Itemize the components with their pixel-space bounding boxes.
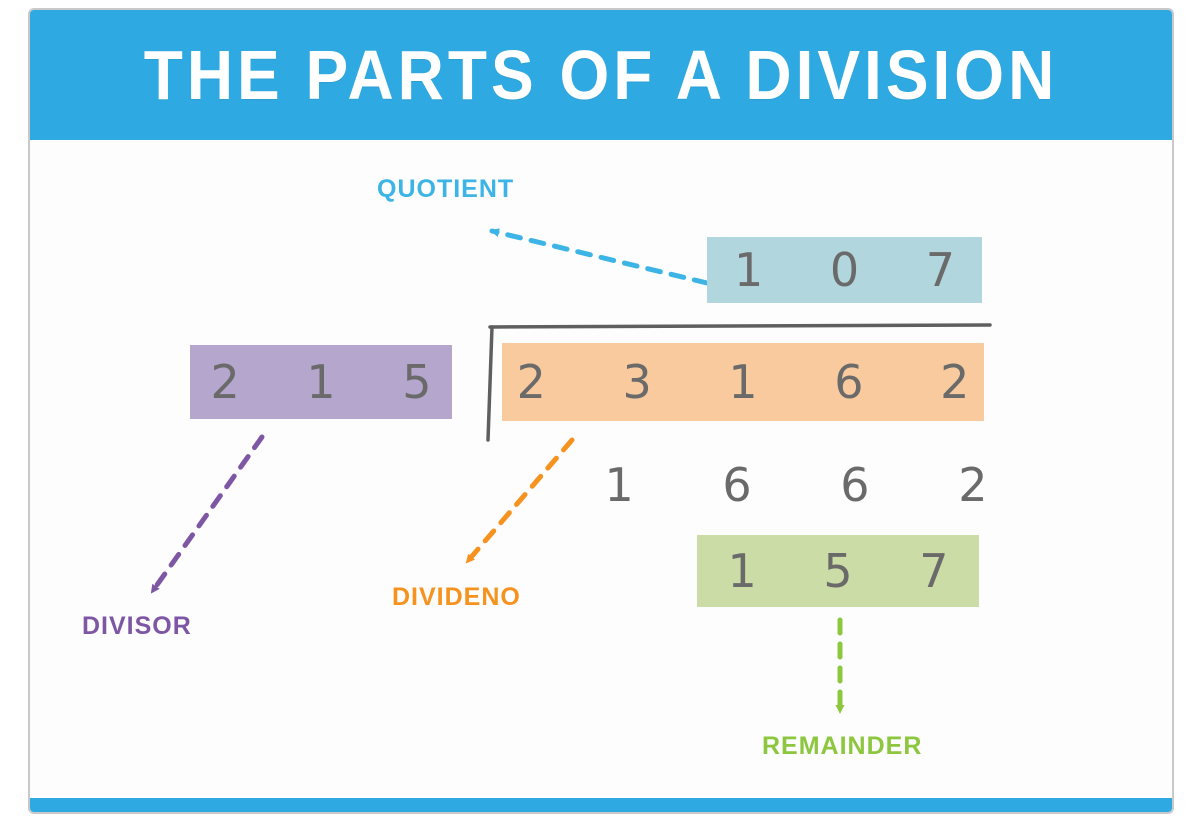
divisor-value-box: 2 1 5 xyxy=(190,345,452,419)
remainder-value-box: 1 5 7 xyxy=(697,535,979,607)
dividend-label: DIVIDENO xyxy=(392,583,521,611)
quotient-label: QUOTIENT xyxy=(377,175,515,203)
subtraction-row: 1 6 6 2 xyxy=(604,458,988,512)
page-title: THE PARTS OF A DIVISION xyxy=(143,36,1059,114)
footer-strip xyxy=(30,798,1172,812)
remainder-label: REMAINDER xyxy=(762,732,923,760)
divisor-label: DIVISOR xyxy=(82,612,192,640)
dividend-value-box: 2 3 1 6 2 xyxy=(502,343,984,421)
quotient-value-box: 1 0 7 xyxy=(707,237,982,303)
header-bar: THE PARTS OF A DIVISION xyxy=(30,10,1172,140)
